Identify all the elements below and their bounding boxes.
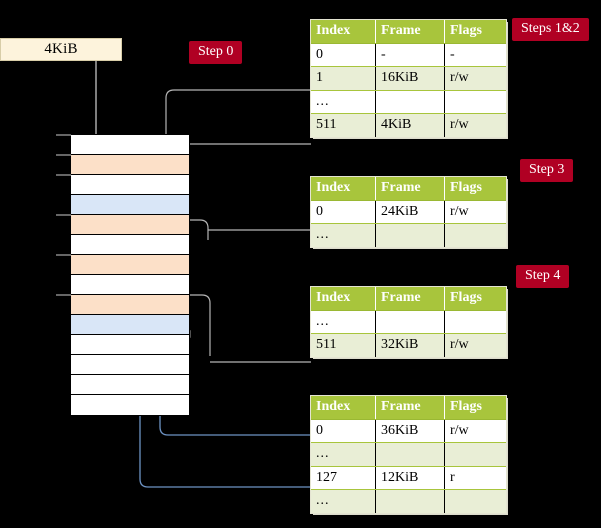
cell-frame: 16KiB xyxy=(375,66,445,91)
column-header-flags: Flags xyxy=(444,396,506,420)
badge-step-4: Step 4 xyxy=(516,265,570,288)
cell-index: ... xyxy=(311,442,376,467)
memory-tick-0 xyxy=(56,134,71,136)
memory-frame-10 xyxy=(71,335,189,355)
memory-frame-9 xyxy=(71,315,189,335)
wire-l4-out xyxy=(169,143,311,190)
wire-l2-a xyxy=(190,294,211,356)
cell-frame: 4KiB xyxy=(375,113,445,137)
wire-l3-a xyxy=(190,219,209,240)
cell-index: ... xyxy=(311,310,376,334)
cell-index: 1 xyxy=(311,66,376,91)
memory-tick-1 xyxy=(56,154,71,156)
cell-frame xyxy=(375,310,445,334)
cell-index: 0 xyxy=(311,43,376,67)
memory-frame-0 xyxy=(71,135,189,155)
table-row: ... xyxy=(311,223,506,247)
table-row: ... xyxy=(311,90,506,114)
cell-index: 127 xyxy=(311,466,376,490)
cell-frame xyxy=(375,90,445,114)
cell-flags: - xyxy=(444,43,506,67)
cell-flags xyxy=(444,90,506,114)
badge-step-3: Step 3 xyxy=(520,159,574,182)
cell-flags: r/w xyxy=(444,419,506,443)
cell-flags: r/w xyxy=(444,66,506,91)
cell-frame xyxy=(375,489,445,513)
source-frame-box: 4KiB xyxy=(0,38,122,61)
table-row: 0-- xyxy=(311,43,506,67)
memory-frame-6 xyxy=(71,255,189,275)
cell-index: ... xyxy=(311,90,376,114)
cell-flags xyxy=(444,489,506,513)
cell-index: 0 xyxy=(311,419,376,443)
column-header-flags: Flags xyxy=(444,287,506,311)
memory-frame-4 xyxy=(71,215,189,235)
memory-frame-1 xyxy=(71,155,189,175)
cell-flags xyxy=(444,223,506,247)
memory-tick-4 xyxy=(56,214,71,216)
column-header-frame: Frame xyxy=(375,287,445,311)
memory-frame-12 xyxy=(71,375,189,395)
cell-index: ... xyxy=(311,223,376,247)
cell-index: 511 xyxy=(311,113,376,137)
cell-frame: 36KiB xyxy=(375,419,445,443)
cell-flags: r/w xyxy=(444,333,506,357)
column-header-frame: Frame xyxy=(375,177,445,201)
cell-flags xyxy=(444,310,506,334)
cell-frame: 12KiB xyxy=(375,466,445,490)
memory-frame-11 xyxy=(71,355,189,375)
cell-flags: r/w xyxy=(444,113,506,137)
badge-steps-1-2: Steps 1&2 xyxy=(512,18,589,41)
cell-frame xyxy=(375,442,445,467)
column-header-flags: Flags xyxy=(444,20,506,44)
cell-flags xyxy=(444,442,506,467)
column-header-index: Index xyxy=(311,20,376,44)
memory-frame-8 xyxy=(71,295,189,315)
column-header-index: Index xyxy=(311,177,376,201)
memory-frame-3 xyxy=(71,195,189,215)
memory-frame-5 xyxy=(71,235,189,255)
column-header-frame: Frame xyxy=(375,20,445,44)
badge-step-0: Step 0 xyxy=(189,41,243,64)
column-header-index: Index xyxy=(311,287,376,311)
table-row: ... xyxy=(311,310,506,334)
table-row: ... xyxy=(311,442,506,467)
memory-frame-13 xyxy=(71,395,189,415)
physical-memory-column xyxy=(70,134,190,416)
cell-flags: r xyxy=(444,466,506,490)
column-header-flags: Flags xyxy=(444,177,506,201)
column-header-frame: Frame xyxy=(375,396,445,420)
cell-frame: 24KiB xyxy=(375,200,445,224)
cell-flags: r/w xyxy=(444,200,506,224)
column-header-index: Index xyxy=(311,396,376,420)
cell-frame xyxy=(375,223,445,247)
cell-index: ... xyxy=(311,489,376,513)
memory-tick-8 xyxy=(56,294,71,296)
memory-tick-2 xyxy=(56,174,71,176)
memory-frame-7 xyxy=(71,275,189,295)
memory-frame-2 xyxy=(71,175,189,195)
table-row: ... xyxy=(311,489,506,513)
cell-index: 0 xyxy=(311,200,376,224)
memory-tick-6 xyxy=(56,254,71,256)
cell-index: 511 xyxy=(311,333,376,357)
cell-frame: 32KiB xyxy=(375,333,445,357)
cell-frame: - xyxy=(375,43,445,67)
